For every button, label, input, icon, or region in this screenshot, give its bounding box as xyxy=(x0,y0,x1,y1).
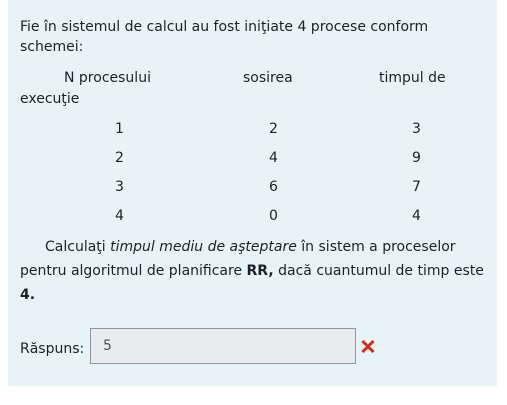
prompt-text-3: dacă cuantumul de timp este xyxy=(273,263,484,279)
execution-time-cell: 3 xyxy=(412,121,421,137)
header-execution-time: timpul de xyxy=(379,70,446,86)
process-number-cell: 2 xyxy=(115,150,124,166)
process-number-cell: 4 xyxy=(115,208,124,224)
answer-label: Răspuns: xyxy=(20,341,85,357)
table-row: 1 2 3 xyxy=(20,119,480,139)
cross-icon xyxy=(361,339,375,354)
prompt-text-1: Calculaţi xyxy=(45,239,111,255)
header-process-number: N procesului xyxy=(64,70,151,86)
prompt-text-2: în sistem a proceselor pentru algoritmul… xyxy=(20,239,456,279)
process-number-cell: 3 xyxy=(115,179,124,195)
header-arrival: sosirea xyxy=(243,70,293,86)
intro-text: Fie în sistemul de calcul au fost iniţia… xyxy=(20,19,429,55)
question-prompt: Calculaţi timpul mediu de aşteptare în s… xyxy=(20,235,485,307)
answer-input[interactable] xyxy=(90,328,356,364)
execution-time-cell: 9 xyxy=(412,150,421,166)
arrival-cell: 0 xyxy=(269,208,278,224)
arrival-cell: 2 xyxy=(269,121,278,137)
table-row: 2 4 9 xyxy=(20,148,480,168)
question-intro: Fie în sistemul de calcul au fost iniţia… xyxy=(20,17,480,57)
arrival-cell: 4 xyxy=(269,150,278,166)
table-row: 4 0 4 xyxy=(20,206,480,226)
header-execution-time-wrap: execuţie xyxy=(20,91,80,107)
table-row: 3 6 7 xyxy=(20,177,480,197)
prompt-emphasis: timpul mediu de aşteptare xyxy=(110,239,297,255)
prompt-quantum: 4. xyxy=(20,287,36,303)
cross-icon-shape xyxy=(361,339,375,354)
execution-time-cell: 7 xyxy=(412,179,421,195)
process-table-header: N procesului sosirea timpul de execuţie xyxy=(20,68,480,108)
prompt-algorithm: RR, xyxy=(246,263,274,279)
process-number-cell: 1 xyxy=(115,121,124,137)
question-panel xyxy=(8,0,497,386)
execution-time-cell: 4 xyxy=(412,208,421,224)
prompt-paragraph: Calculaţi timpul mediu de aşteptare în s… xyxy=(20,235,485,307)
arrival-cell: 6 xyxy=(269,179,278,195)
